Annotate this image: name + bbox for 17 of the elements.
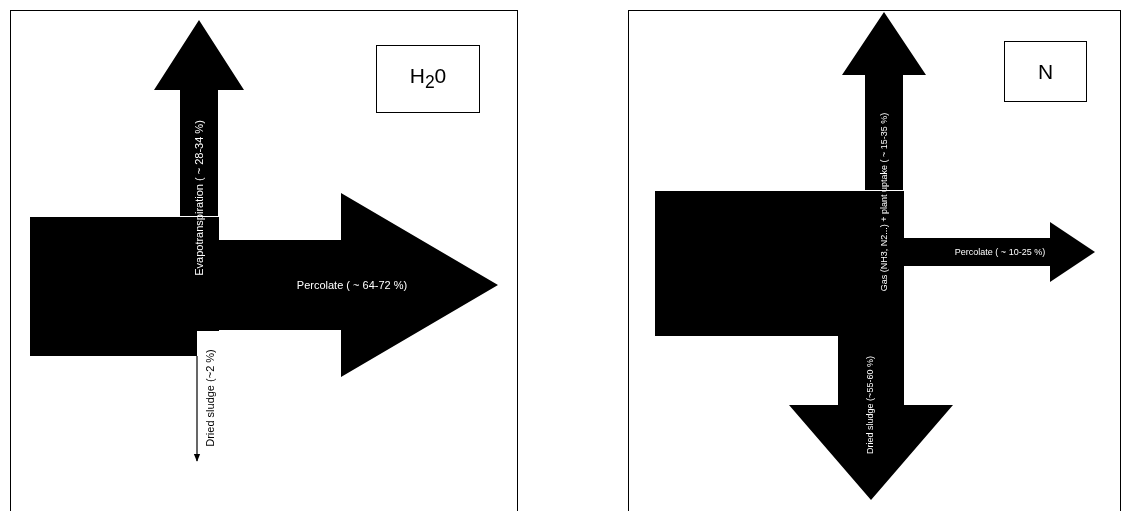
flow-arrow [154,20,244,216]
edge-label: Evapotranspiration ( ~ 28-34 %) [193,120,205,276]
element-label-box: N [1004,41,1087,102]
edge-label: Percolate ( ~ 10-25 %) [954,247,1046,257]
flow-arrow [904,222,1095,282]
edge-label: Dried sludge (~55-60 %) [865,356,875,454]
element-label-box: H$_{2}$0 [376,45,480,113]
inflow-block [655,191,905,337]
flow-arrow [842,12,926,190]
edge-label: Dried sludge (~2 %) [204,349,216,447]
arrow [193,355,201,462]
flow-arrow [219,193,498,377]
edge-label: Gas (NH3, N2...) + plant uptake ( ~ 15-35 %) [879,112,889,292]
edge-label: Percolate ( ~ 64-72 %) [296,279,408,291]
panel-frame [10,10,518,511]
flow-arrow [789,336,953,500]
panel-frame [628,10,1121,511]
